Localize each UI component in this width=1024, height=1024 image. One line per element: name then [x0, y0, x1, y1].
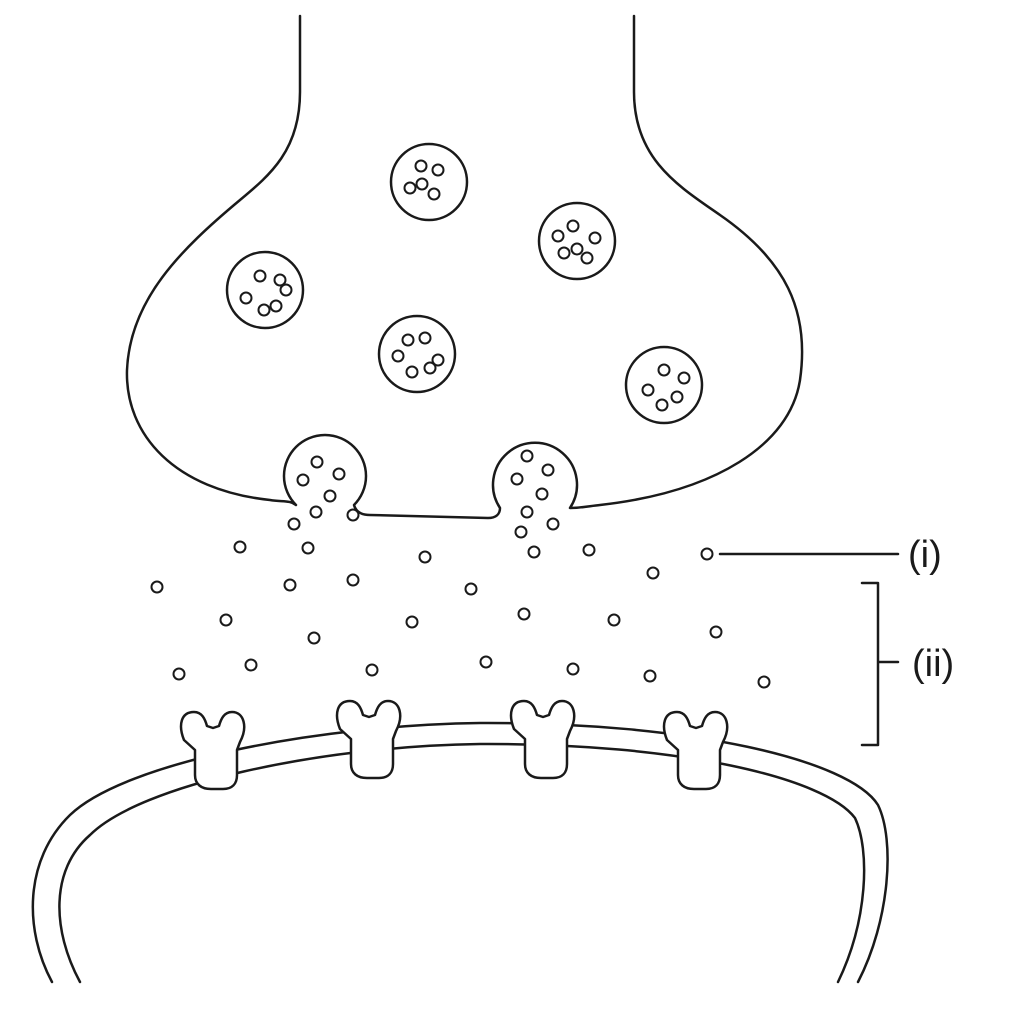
- neurotransmitter-molecule: [172, 667, 186, 681]
- neurotransmitter-molecule: [757, 675, 771, 689]
- neurotransmitter-molecule: [279, 283, 293, 297]
- neurotransmitter-molecule: [655, 398, 669, 412]
- neurotransmitter-molecule: [514, 525, 528, 539]
- postsynaptic-membrane-outer: [31, 721, 889, 984]
- receptor: [509, 699, 576, 780]
- neurotransmitter-molecule: [677, 371, 691, 385]
- neurotransmitter-molecule: [570, 242, 584, 256]
- neurotransmitter-molecule: [283, 578, 297, 592]
- neurotransmitter-molecule: [641, 383, 655, 397]
- neurotransmitter-molecule: [709, 625, 723, 639]
- neurotransmitter-molecule: [700, 547, 714, 561]
- postsynaptic-membrane-inner: [58, 742, 866, 984]
- neurotransmitter-molecule: [310, 455, 324, 469]
- neurotransmitter-molecule: [332, 467, 346, 481]
- neurotransmitter-molecule: [510, 472, 524, 486]
- neurotransmitter-molecule: [566, 662, 580, 676]
- neurotransmitter-molecule: [309, 505, 323, 519]
- neurotransmitter-molecule: [646, 566, 660, 580]
- neurotransmitter-molecule: [365, 663, 379, 677]
- neurotransmitter-molecule: [296, 473, 310, 487]
- neurotransmitter-molecule: [239, 291, 253, 305]
- neurotransmitter-molecule: [580, 251, 594, 265]
- neurotransmitter-molecule: [257, 303, 271, 317]
- neurotransmitter-molecule: [233, 540, 247, 554]
- neurotransmitter-molecule: [414, 159, 428, 173]
- neurotransmitter-molecule: [431, 353, 445, 367]
- receptors: [179, 699, 729, 791]
- vesicle: [537, 201, 617, 281]
- neurotransmitter-molecule: [431, 163, 445, 177]
- neurotransmitter-molecule: [301, 541, 315, 555]
- receptor: [179, 710, 246, 791]
- neurotransmitter-molecule: [464, 582, 478, 596]
- neurotransmitter-molecule: [517, 607, 531, 621]
- neurotransmitter-molecule: [418, 331, 432, 345]
- presynaptic-terminal: [125, 14, 804, 520]
- neurotransmitter-molecule: [391, 349, 405, 363]
- neurotransmitter-molecule: [520, 449, 534, 463]
- receptor: [335, 699, 402, 780]
- neurotransmitter-molecule: [582, 543, 596, 557]
- synaptic-vesicles: [225, 142, 704, 425]
- label-ii-bracket: [860, 581, 900, 747]
- neurotransmitter-molecule: [566, 219, 580, 233]
- neurotransmitter-molecule: [403, 181, 417, 195]
- neurotransmitter-molecule: [427, 187, 441, 201]
- neurotransmitter-molecule: [219, 613, 233, 627]
- neurotransmitter-molecule: [253, 269, 267, 283]
- neurotransmitter-molecule: [535, 487, 549, 501]
- neurotransmitter-molecule: [546, 517, 560, 531]
- vesicle: [225, 250, 305, 330]
- neurotransmitter-molecule: [527, 545, 541, 559]
- neurotransmitter-molecule: [150, 580, 164, 594]
- neurotransmitter-molecule: [307, 631, 321, 645]
- neurotransmitter-molecule: [423, 361, 437, 375]
- label-i: (i): [908, 534, 942, 576]
- neurotransmitter-molecule: [670, 390, 684, 404]
- neurotransmitter-molecule: [346, 573, 360, 587]
- neurotransmitter-molecule: [346, 508, 360, 522]
- neurotransmitter-molecule: [588, 231, 602, 245]
- neurotransmitter-molecule: [479, 655, 493, 669]
- neurotransmitter-molecule: [541, 463, 555, 477]
- neurotransmitter-molecule: [557, 246, 571, 260]
- neurotransmitter-molecule: [405, 365, 419, 379]
- neurotransmitter-molecule: [607, 613, 621, 627]
- neurotransmitter-molecule: [244, 658, 258, 672]
- label-ii: (ii): [912, 643, 954, 685]
- neurotransmitter-molecule: [418, 550, 432, 564]
- vesicle: [377, 314, 457, 394]
- neurotransmitter-molecule: [273, 273, 287, 287]
- neurotransmitter-molecule: [401, 333, 415, 347]
- neurotransmitter-molecule: [405, 615, 419, 629]
- neurotransmitter-molecule: [415, 177, 429, 191]
- vesicle: [624, 345, 704, 425]
- neurotransmitter-molecule: [269, 299, 283, 313]
- neurotransmitter-molecule: [643, 669, 657, 683]
- neurotransmitter-molecule: [657, 363, 671, 377]
- vesicle: [389, 142, 469, 222]
- neurotransmitter-molecule: [323, 489, 337, 503]
- neurotransmitter-molecule: [551, 229, 565, 243]
- neurotransmitter-molecule: [520, 505, 534, 519]
- receptor: [662, 710, 729, 791]
- neurotransmitter-molecules: [150, 159, 771, 689]
- neurotransmitter-molecule: [287, 517, 301, 531]
